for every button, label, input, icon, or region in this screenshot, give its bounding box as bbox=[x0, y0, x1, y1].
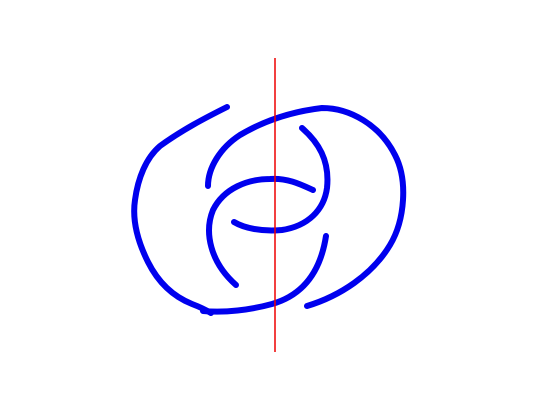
knot-strand-outer-left bbox=[131, 104, 230, 316]
knot-strand-bottom bbox=[200, 233, 329, 315]
knot-strand-upper bbox=[205, 105, 407, 309]
knot-strand-inner-left bbox=[206, 175, 316, 288]
knot-strand-inner-right bbox=[231, 125, 331, 234]
